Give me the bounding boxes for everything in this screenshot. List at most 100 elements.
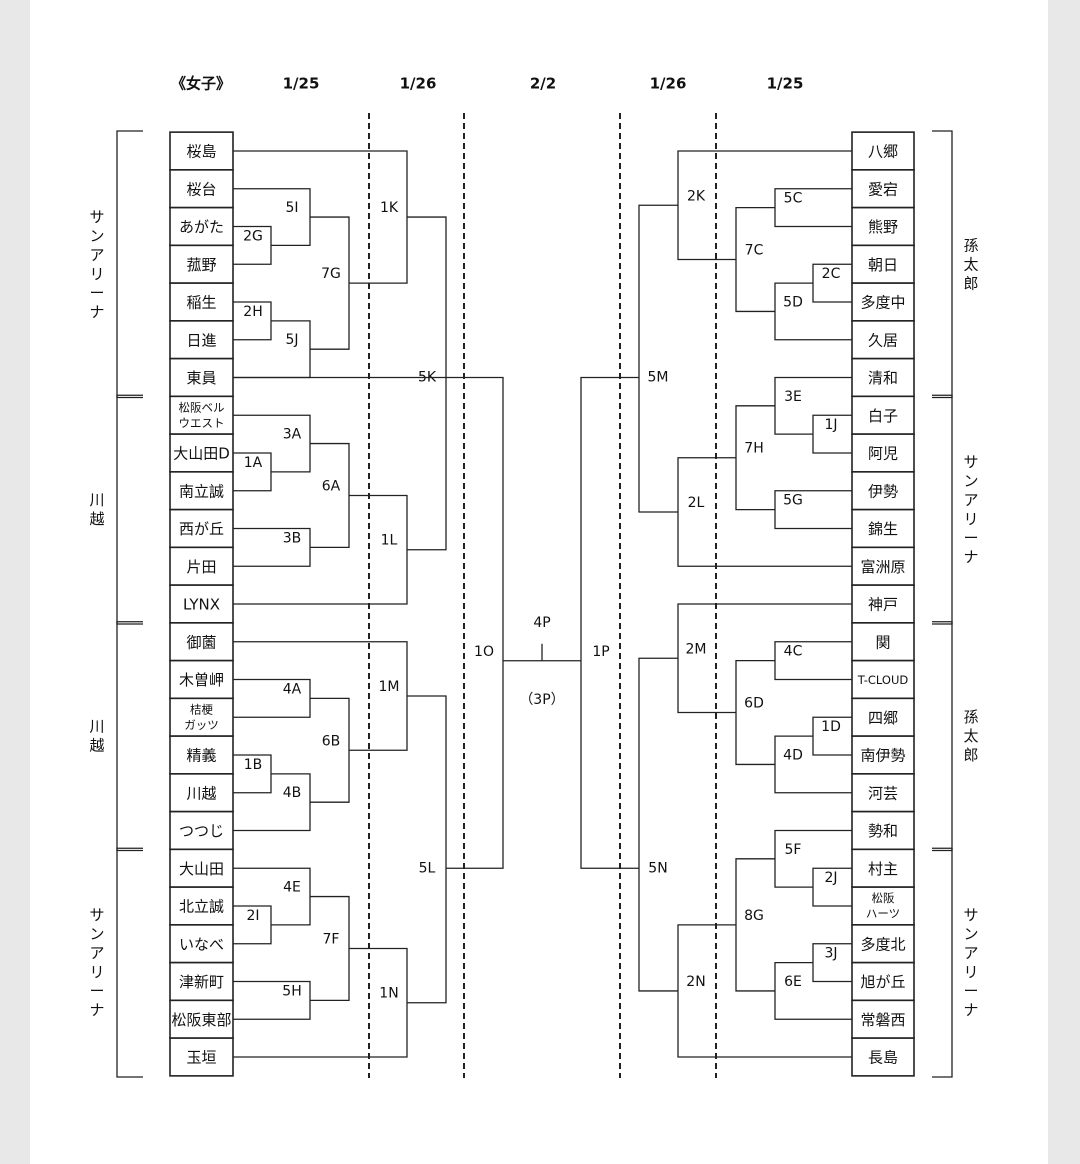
match-connector xyxy=(735,206,775,313)
match-label: 2G xyxy=(243,228,263,244)
team-box xyxy=(169,999,234,1039)
team-name: 稲生 xyxy=(186,294,216,312)
team-name: 精義 xyxy=(186,747,216,765)
group-bracket xyxy=(116,847,143,1078)
group-label: サンアリーナ xyxy=(963,906,978,1019)
team-name: 四郷 xyxy=(868,709,898,727)
match-label: 2L xyxy=(688,495,705,511)
team-box xyxy=(851,999,915,1039)
match-label: 2M xyxy=(686,641,707,657)
team-name: LYNX xyxy=(183,596,220,614)
match-label: 3B xyxy=(283,530,302,546)
team-name: 村主 xyxy=(868,860,898,878)
team-name: 白子 xyxy=(868,407,898,425)
match-label: 6E xyxy=(784,974,802,990)
team-name: 松阪ベル xyxy=(179,400,225,414)
team-name: 北立誠 xyxy=(179,898,224,916)
team-name: 御薗 xyxy=(186,633,216,651)
team-box xyxy=(851,659,915,700)
match-connector xyxy=(310,442,350,549)
match-label: 6D xyxy=(744,696,764,712)
final-sublabel: （3P） xyxy=(519,692,564,708)
team-name: 川越 xyxy=(186,784,216,802)
team-box xyxy=(851,961,915,1002)
team-box xyxy=(851,697,915,737)
match-label: 7H xyxy=(744,441,763,457)
team-name: 片田 xyxy=(186,558,216,576)
group-label: サンアリーナ xyxy=(89,906,104,1019)
final-label: 4P xyxy=(533,615,550,631)
team-name: 八郷 xyxy=(868,143,898,161)
team-name: ガッツ xyxy=(184,718,219,732)
team-box xyxy=(851,924,915,964)
match-label: 5H xyxy=(282,983,301,999)
match-label: 4E xyxy=(283,880,301,896)
group-label: サンアリーナ xyxy=(963,453,978,566)
team-box xyxy=(851,169,915,209)
group-label: 孫太郎 xyxy=(963,236,978,292)
group-label: 孫太郎 xyxy=(963,708,978,764)
team-name: 多度中 xyxy=(860,294,905,312)
match-label: 4A xyxy=(283,681,302,697)
match-label: 1D xyxy=(821,719,841,735)
team-name: 旭が丘 xyxy=(860,973,905,991)
match-connector xyxy=(638,657,678,992)
team-name: 松阪 xyxy=(872,891,895,905)
team-name: 南伊勢 xyxy=(860,747,905,765)
team-name: ハーツ xyxy=(866,907,900,921)
team-name: 河芸 xyxy=(868,784,898,802)
team-box xyxy=(169,206,234,247)
team-box xyxy=(169,131,234,171)
match-connector xyxy=(407,216,447,551)
team-name: 関 xyxy=(875,633,890,651)
match-connector xyxy=(407,695,447,1004)
match-label: 5L xyxy=(419,860,436,876)
team-name: 大山田D xyxy=(173,445,230,463)
match-connector xyxy=(233,494,408,605)
match-label: 8G xyxy=(744,908,764,924)
team-name: 伊勢 xyxy=(868,482,898,500)
match-label: 1B xyxy=(244,757,263,773)
group-bracket xyxy=(116,621,143,852)
team-name: 愛宕 xyxy=(868,180,898,198)
match-connector xyxy=(233,947,408,1058)
match-connector xyxy=(735,659,775,766)
team-box xyxy=(169,546,234,586)
match-label: 7F xyxy=(323,931,340,947)
team-name: 日進 xyxy=(186,331,216,349)
team-box xyxy=(169,773,234,813)
match-connector xyxy=(735,858,775,992)
match-label: 6B xyxy=(322,733,341,749)
round-date-header: 1/26 xyxy=(650,75,687,93)
group-bracket xyxy=(116,394,143,625)
group-bracket xyxy=(116,130,143,399)
group-label: 川越 xyxy=(89,491,104,528)
match-label: 5I xyxy=(285,200,298,216)
team-name: 木曽岬 xyxy=(179,671,224,689)
group-label: サンアリーナ xyxy=(89,208,104,321)
match-connector xyxy=(677,603,852,714)
match-connector xyxy=(446,376,504,869)
team-name: 桜島 xyxy=(186,143,216,161)
team-box xyxy=(169,1037,234,1077)
team-name: 朝日 xyxy=(868,256,898,274)
team-box xyxy=(851,433,915,473)
round-date-header: 1/25 xyxy=(283,75,320,93)
match-connector xyxy=(310,697,350,803)
group-bracket xyxy=(932,130,953,399)
match-label: 5C xyxy=(784,191,803,207)
match-connector xyxy=(233,641,408,751)
team-name: つつじ xyxy=(179,822,224,840)
match-label: 1O xyxy=(474,644,494,660)
match-label: 2C xyxy=(822,266,841,282)
team-name: 熊野 xyxy=(868,218,898,236)
match-label: 5F xyxy=(785,842,802,858)
team-name: 桔梗 xyxy=(190,702,213,716)
team-name: 松阪東部 xyxy=(171,1011,231,1029)
match-label: 1L xyxy=(381,533,398,549)
team-name: 津新町 xyxy=(179,973,224,991)
match-label: 4B xyxy=(283,785,302,801)
team-box xyxy=(851,131,915,171)
